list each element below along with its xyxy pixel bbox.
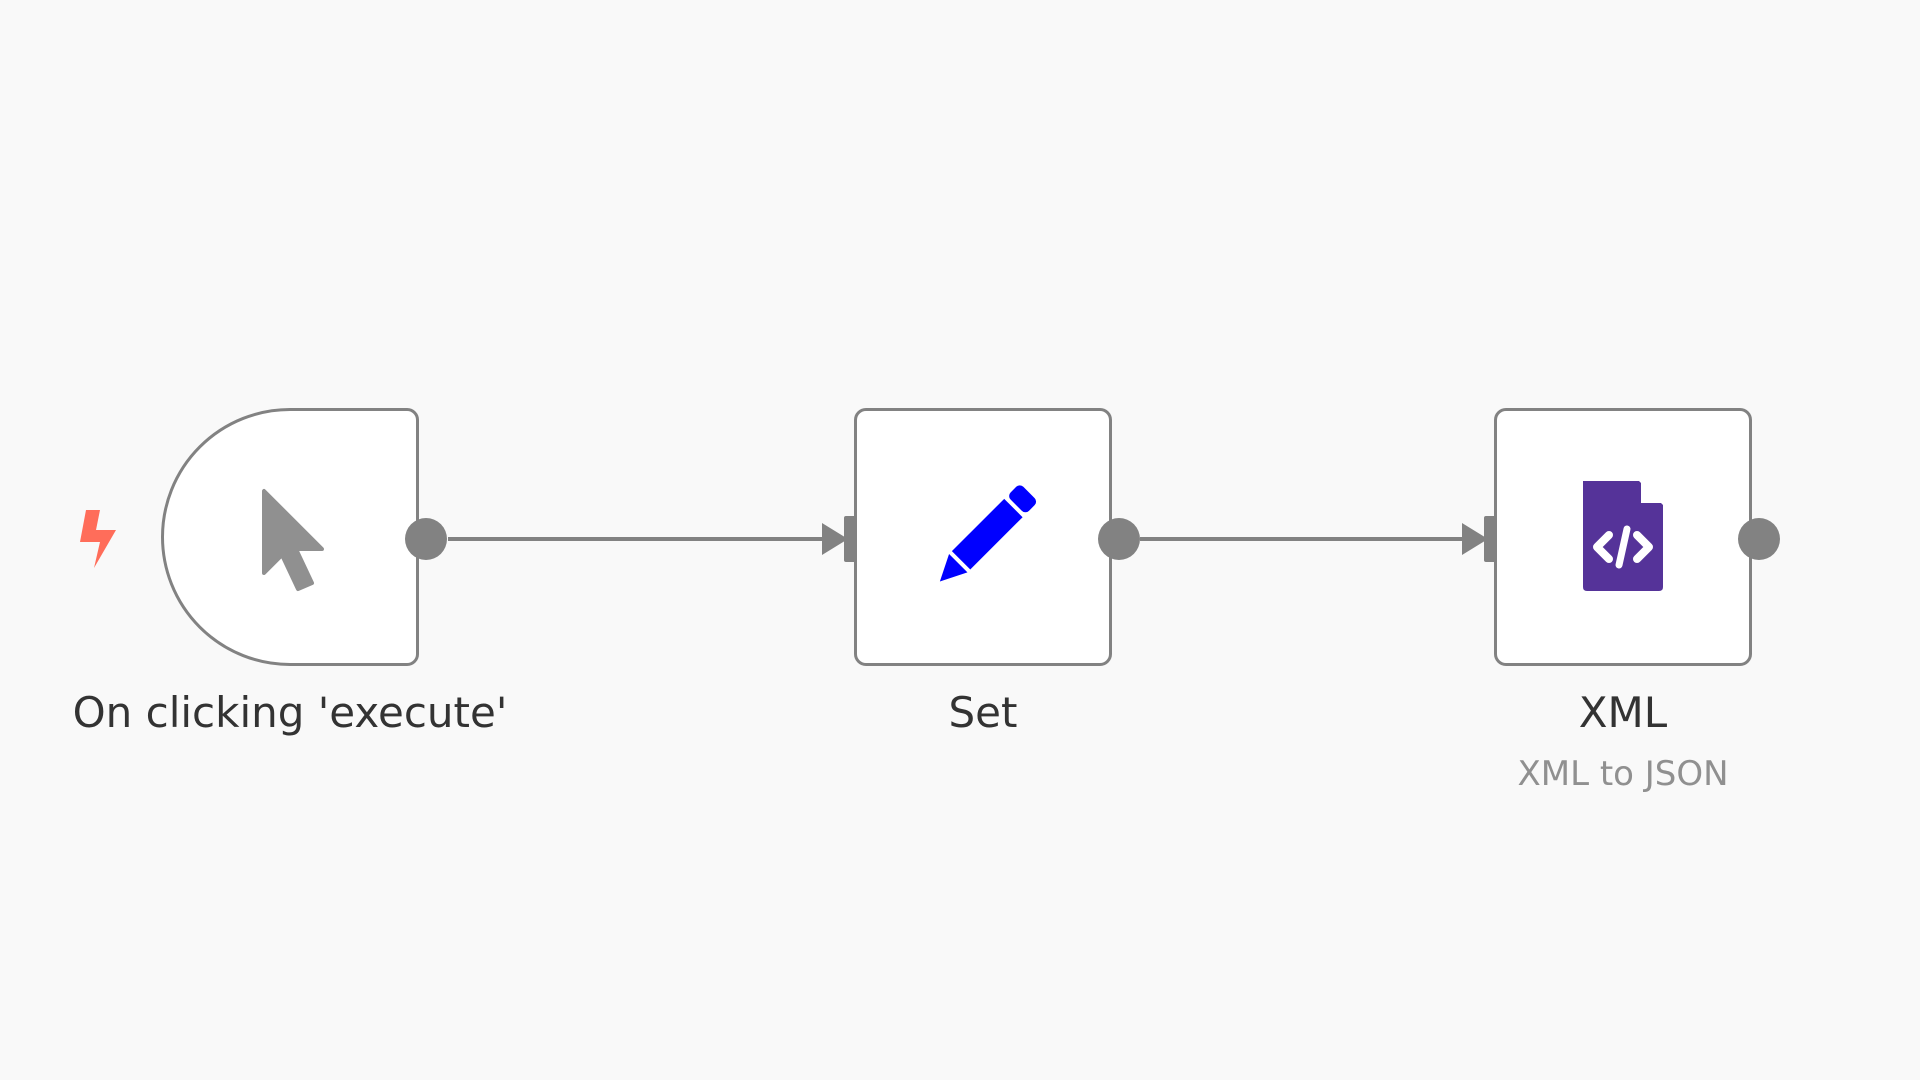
connection-trigger-to-set[interactable]	[448, 523, 848, 555]
output-handle-xml[interactable]	[1738, 518, 1780, 560]
node-label-xml: XML	[1578, 688, 1668, 737]
lightning-bolt-icon	[80, 510, 116, 568]
node-label-manual-trigger: On clicking 'execute'	[72, 688, 508, 737]
file-code-icon	[1563, 477, 1683, 597]
pencil-icon	[923, 477, 1043, 597]
cursor-arrow-icon	[230, 477, 350, 597]
connection-set-to-xml[interactable]	[1140, 523, 1488, 555]
node-set[interactable]	[854, 408, 1112, 666]
output-handle-manual-trigger[interactable]	[405, 518, 447, 560]
node-xml[interactable]	[1494, 408, 1752, 666]
output-handle-set[interactable]	[1098, 518, 1140, 560]
node-label-set: Set	[948, 688, 1018, 737]
node-subtitle-xml: XML to JSON	[1517, 754, 1729, 794]
node-manual-trigger[interactable]	[161, 408, 419, 666]
